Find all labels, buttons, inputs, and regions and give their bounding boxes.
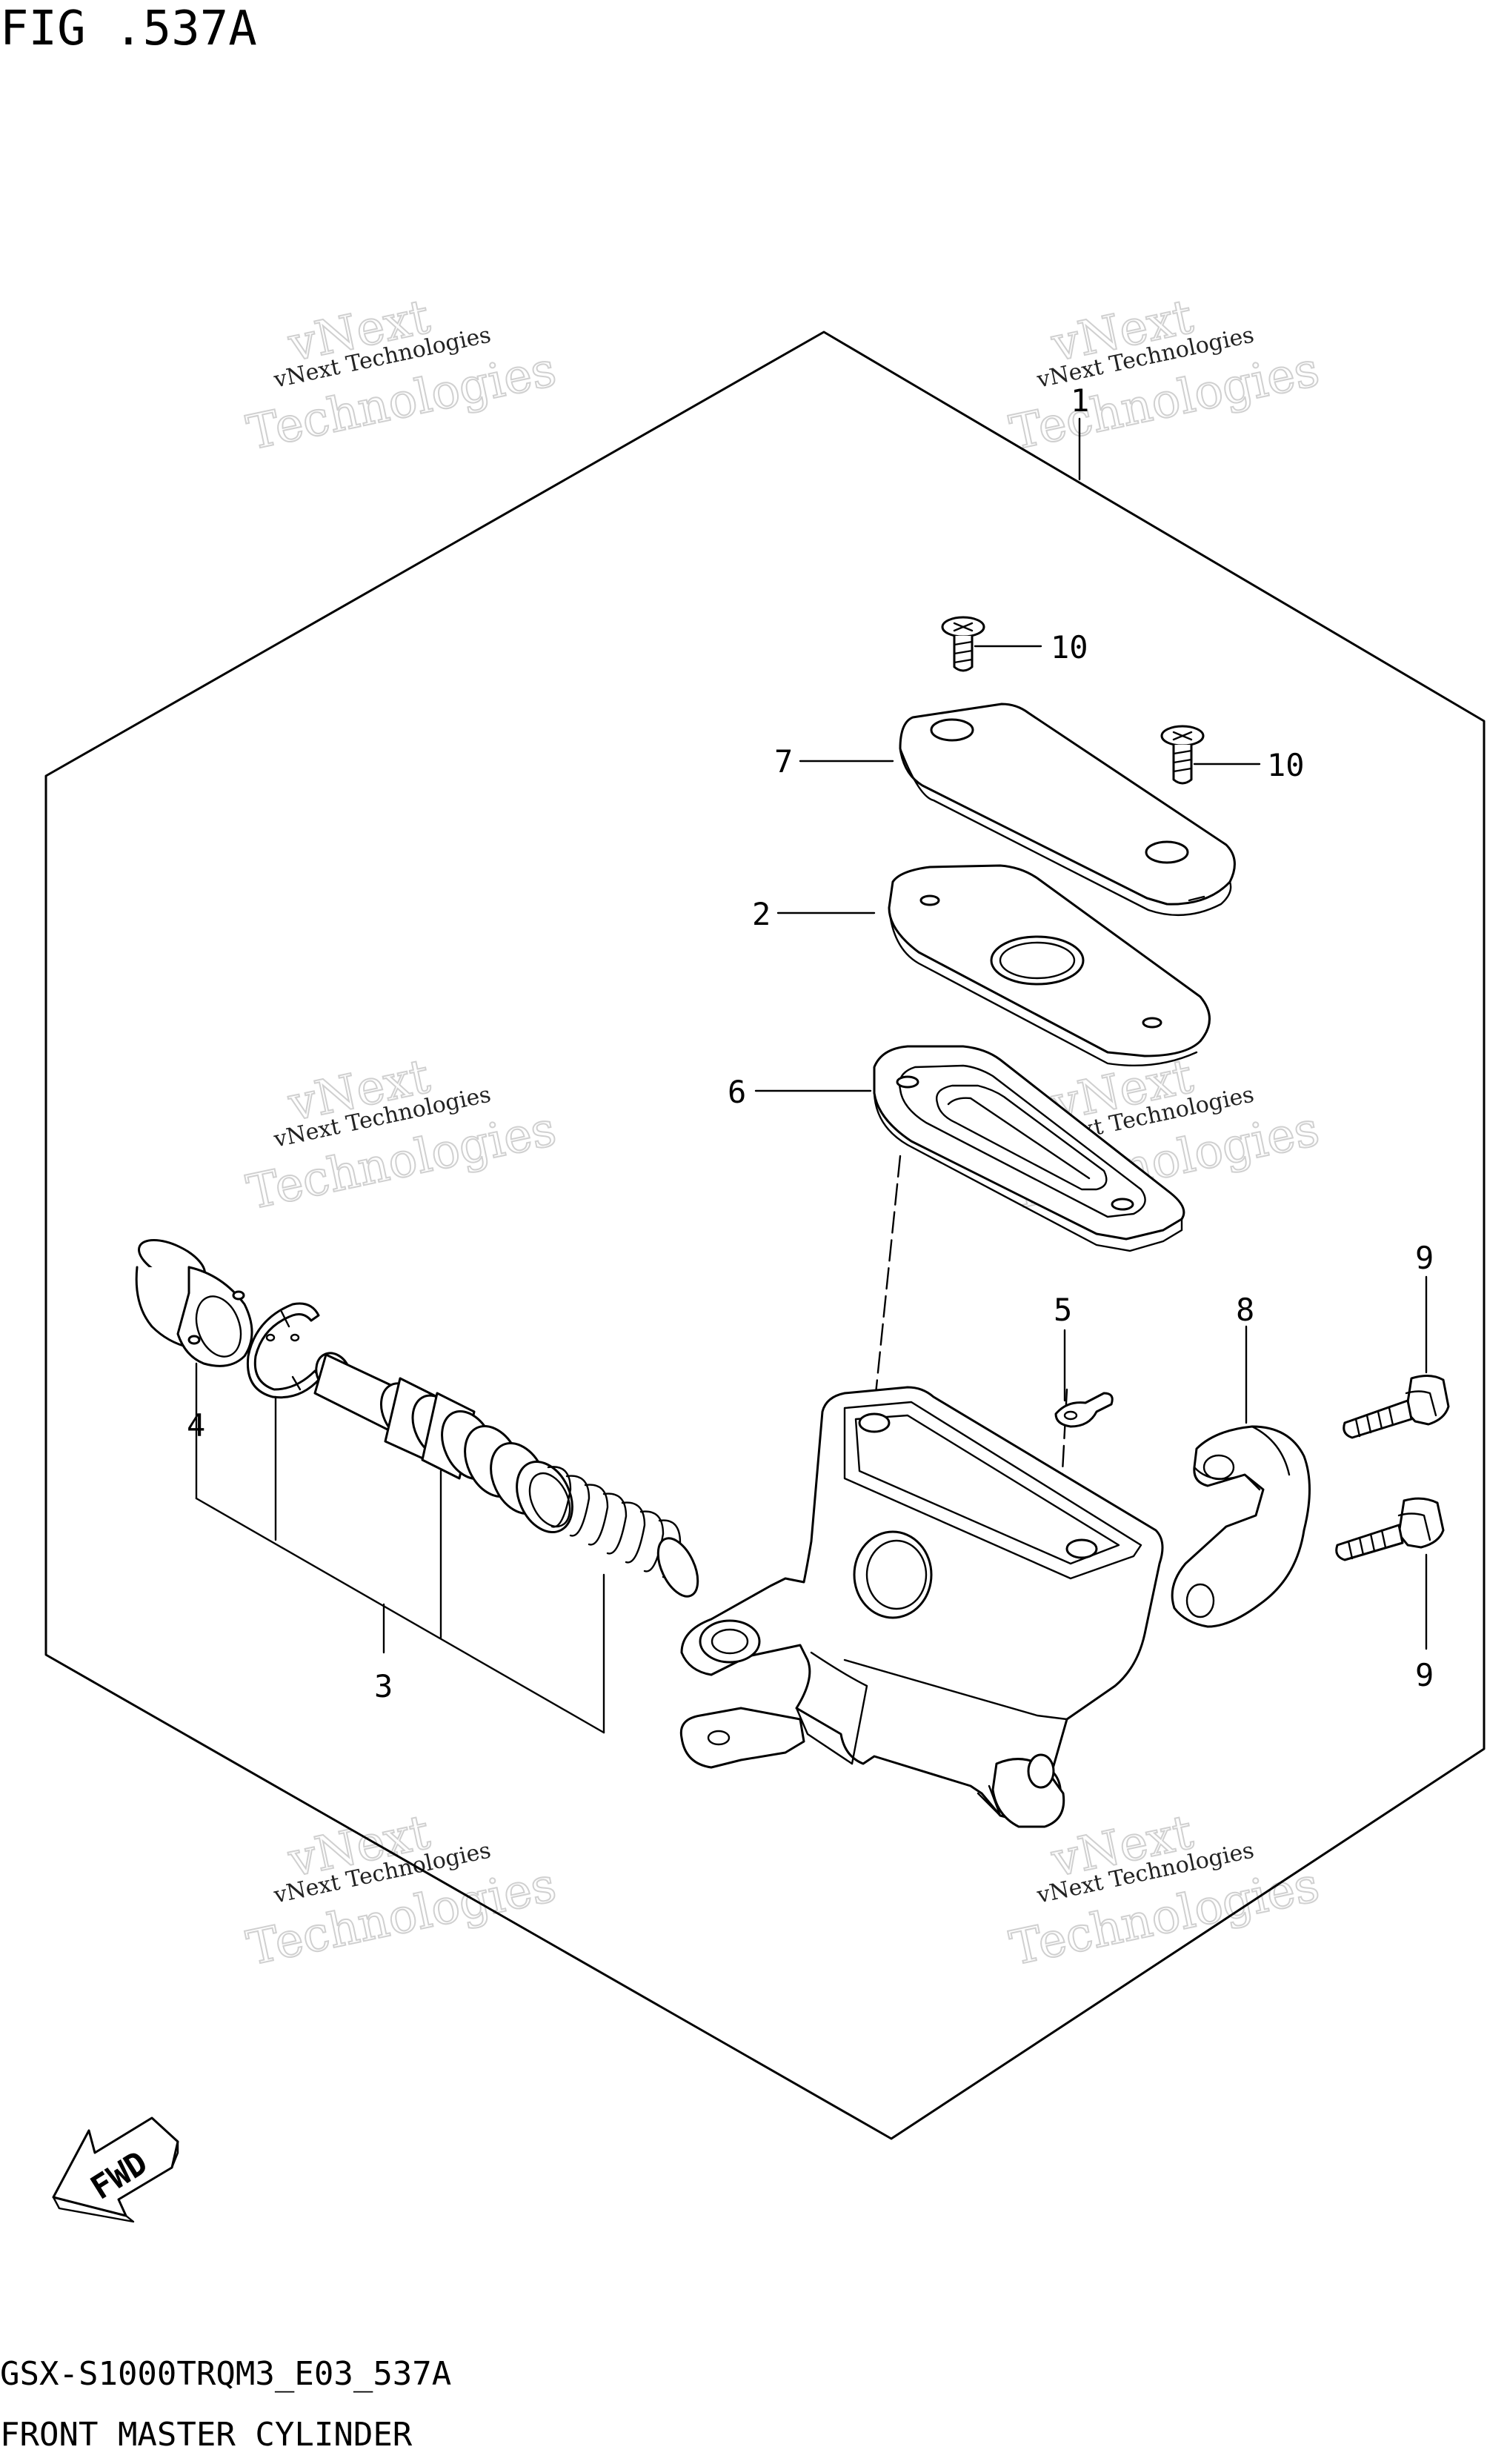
clip-5	[1054, 1392, 1114, 1428]
callout-9-lower: 9	[1415, 1657, 1434, 1693]
diaphragm-plate-2	[888, 864, 1211, 1067]
watermark-bottom-left: Technologies vNext vNext Technologies	[242, 1804, 562, 1978]
screw-10-lower	[1160, 725, 1205, 785]
boot-4	[135, 1239, 253, 1367]
callout-4: 4	[187, 1407, 205, 1444]
bolt-9-lower	[1335, 1497, 1445, 1561]
callout-1: 1	[1071, 382, 1089, 419]
callout-2: 2	[752, 896, 771, 932]
circlip-3	[246, 1302, 322, 1399]
callout-7: 7	[774, 743, 793, 780]
callout-8: 8	[1236, 1292, 1254, 1328]
callout-6: 6	[728, 1074, 746, 1110]
diaphragm-6	[873, 1045, 1185, 1252]
assembly-outline	[44, 331, 1486, 2140]
spring	[547, 1466, 699, 1598]
figure-caption: FRONT MASTER CYLINDER	[0, 2416, 413, 2454]
reservoir-cap-7	[899, 703, 1236, 917]
alignment-line-left	[873, 1155, 902, 1409]
figure-code: GSX-S1000TRQM3_E03_537A	[0, 2355, 451, 2393]
fwd-arrow-icon: FWD	[52, 2116, 179, 2223]
bolt-9-upper	[1343, 1375, 1450, 1439]
watermark-top-right: Technologies vNext vNext Technologies	[1005, 289, 1325, 462]
watermark-top-left: Technologies vNext vNext Technologies	[242, 289, 562, 462]
callout-bracket-3-4	[195, 1362, 605, 1734]
callout-10-upper: 10	[1051, 629, 1088, 665]
callout-3: 3	[374, 1668, 393, 1704]
screw-10-upper	[941, 616, 985, 672]
watermark-mid-left: Technologies vNext vNext Technologies	[242, 1049, 562, 1222]
callout-9-upper: 9	[1415, 1240, 1434, 1276]
figure-title: FIG .537A	[0, 1, 257, 56]
master-cylinder-body	[679, 1386, 1164, 1828]
holder-8	[1171, 1425, 1311, 1628]
piston-assembly-3	[313, 1352, 699, 1598]
callout-5: 5	[1054, 1292, 1072, 1328]
callout-10-lower: 10	[1267, 747, 1305, 783]
